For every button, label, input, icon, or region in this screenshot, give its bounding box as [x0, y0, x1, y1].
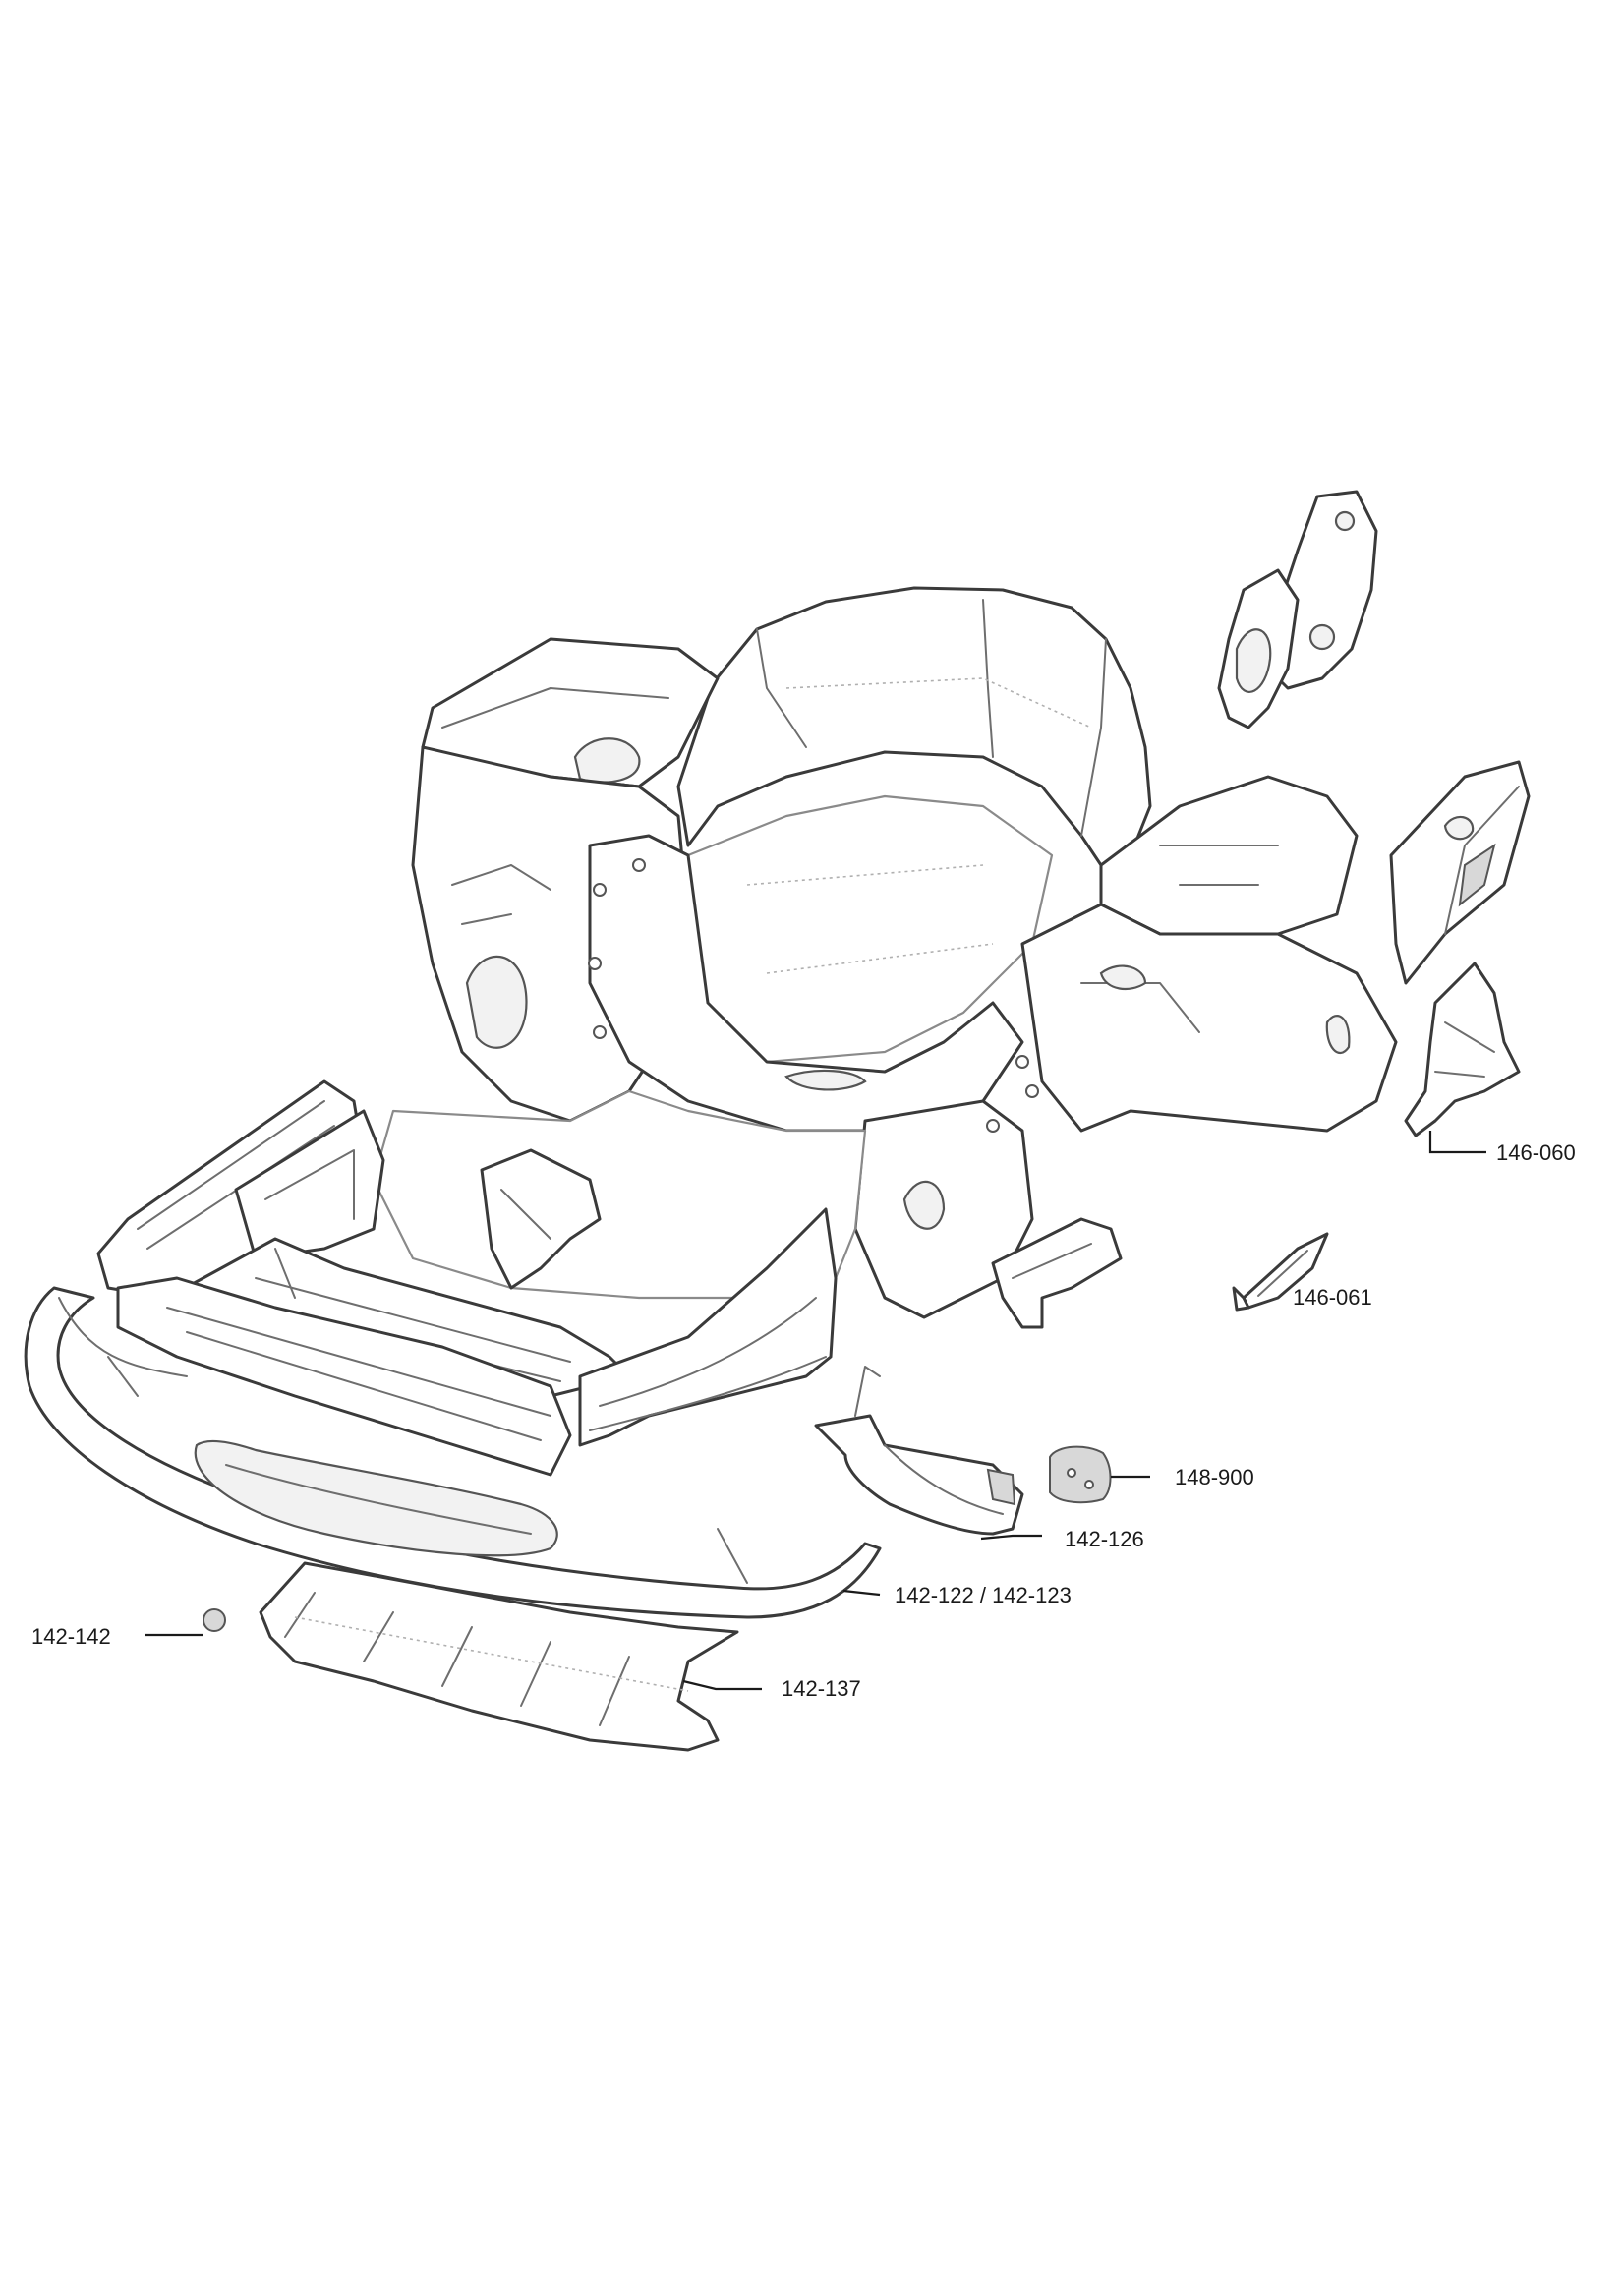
callout-142-126: 142-126: [1065, 1527, 1144, 1551]
front-bumper-spoiler: [24, 1286, 882, 1619]
bumper-air-intake: [194, 1439, 558, 1557]
undertray: [259, 1561, 739, 1752]
undertray-panel: [259, 1561, 739, 1752]
callout-142-142: 142-142: [31, 1624, 111, 1649]
rear-mount-assembly: [1217, 490, 1531, 1137]
right-side-body: [1020, 903, 1398, 1133]
callout-142-122-142-123: 142-122 / 142-123: [895, 1583, 1072, 1607]
clip-148-900: [1049, 1445, 1112, 1504]
callout-142-137: 142-137: [782, 1676, 861, 1701]
central-tunnel: [588, 834, 1024, 1133]
front-center-bracket: [480, 1148, 602, 1290]
rear-mount-arm-146-060: [1404, 962, 1521, 1137]
bracket-146-061-part: [1232, 1232, 1329, 1312]
bumper-outer: [24, 1286, 882, 1619]
nose-tray: [116, 1276, 572, 1477]
clip-148-900-part: [1049, 1445, 1112, 1504]
wheel-arch-liner: [814, 1366, 1024, 1536]
leader-142-137: [682, 1679, 762, 1691]
callout-146-061: 146-061: [1293, 1285, 1372, 1310]
front-structure: [96, 1079, 838, 1477]
front-right-bracket: [991, 1217, 1123, 1329]
leader-146-060: [1428, 1131, 1486, 1154]
callout-labels: 146-060 146-061 148-900 142-126 142-122 …: [31, 1140, 1576, 1701]
callout-leaders: [145, 1131, 1486, 1691]
clip-part: [203, 1608, 226, 1632]
front-fender-right: [578, 1207, 838, 1447]
rear-mount-box: [1389, 760, 1531, 985]
leader-142-126: [980, 1534, 1042, 1541]
callout-146-060: 146-060: [1496, 1140, 1576, 1165]
chassis-tub: [372, 586, 1398, 1319]
callout-148-900: 148-900: [1175, 1465, 1254, 1489]
clip-142-142: [203, 1608, 226, 1632]
leader-142-122: [842, 1589, 881, 1597]
